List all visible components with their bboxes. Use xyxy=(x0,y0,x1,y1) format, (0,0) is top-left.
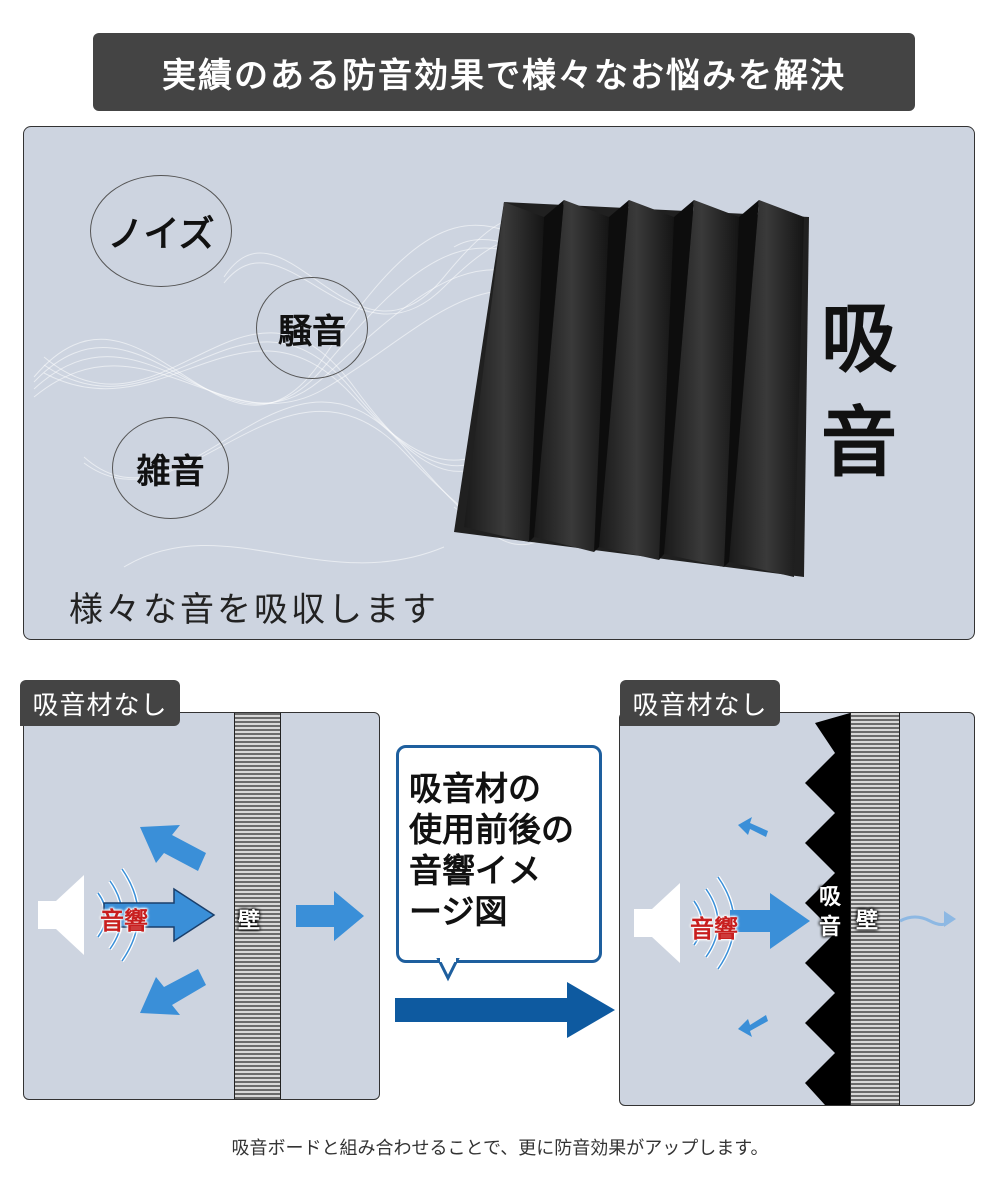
absorb-label-char-1: 吸 xyxy=(818,885,841,910)
wall-label: 壁 xyxy=(856,909,879,934)
callout-line-3: 音響イメ xyxy=(409,851,541,890)
bubble-noise-label: ノイズ xyxy=(107,214,215,255)
tab-without-absorber-label: 吸音材なし xyxy=(32,690,168,721)
tab-without-absorber: 吸音材なし xyxy=(20,680,180,726)
footer-note: 吸音ボードと組み合わせることで、更に防音効果がアップします。 xyxy=(231,1138,769,1159)
bubble-noise: ノイズ xyxy=(90,175,232,287)
bubble-zatsuon: 雑音 xyxy=(112,417,229,519)
sound-label: 音響 xyxy=(100,907,148,935)
diagram-without-absorber: 壁 音響 xyxy=(23,712,380,1100)
sound-label: 音響 xyxy=(690,915,738,943)
bubble-zatsuon-label: 雑音 xyxy=(136,451,205,492)
acoustic-foam-panel xyxy=(454,200,809,577)
hero-panel: ノイズ 騒音 雑音 吸 音 様々な音を吸収します xyxy=(23,126,975,640)
callout-line-4: ージ図 xyxy=(409,892,508,931)
callout-line-2: 使用前後の xyxy=(409,810,574,849)
bubble-souon-label: 騒音 xyxy=(278,311,346,352)
wall-label: 壁 xyxy=(238,909,261,934)
wall xyxy=(234,713,281,1099)
callout-bubble: 吸音材の 使用前後の 音響イメ ージ図 xyxy=(396,745,602,963)
callout-text: 吸音材の 使用前後の 音響イメ ージ図 xyxy=(409,768,599,932)
speaker-icon xyxy=(38,875,84,955)
transition-arrow xyxy=(395,982,615,1038)
absorb-vertical-label: 吸 音 xyxy=(819,287,899,495)
absorb-char-2: 音 xyxy=(821,398,897,487)
page-title: 実績のある防音効果で様々なお悩みを解決 xyxy=(162,55,846,96)
callout-line-1: 吸音材の xyxy=(409,769,541,808)
bubble-souon: 騒音 xyxy=(256,277,368,379)
speaker-icon xyxy=(634,883,680,963)
title-banner: 実績のある防音効果で様々なお悩みを解決 xyxy=(93,33,915,111)
absorb-label-char-2: 音 xyxy=(818,915,841,940)
sound-arrows xyxy=(38,825,364,1015)
hero-caption: 様々な音を吸収します xyxy=(69,590,439,630)
tab-with-absorber: 吸音材なし xyxy=(620,680,780,726)
callout-tail xyxy=(436,958,460,982)
sound-arrows xyxy=(634,817,956,1037)
diagram-with-absorber: 壁 吸 音 音響 xyxy=(619,712,975,1106)
tab-with-absorber-label: 吸音材なし xyxy=(632,690,768,721)
absorb-char-1: 吸 xyxy=(821,294,897,383)
absorb-label: 吸 音 xyxy=(816,883,844,943)
wall xyxy=(850,713,900,1105)
foam-zigzag xyxy=(805,713,850,1105)
